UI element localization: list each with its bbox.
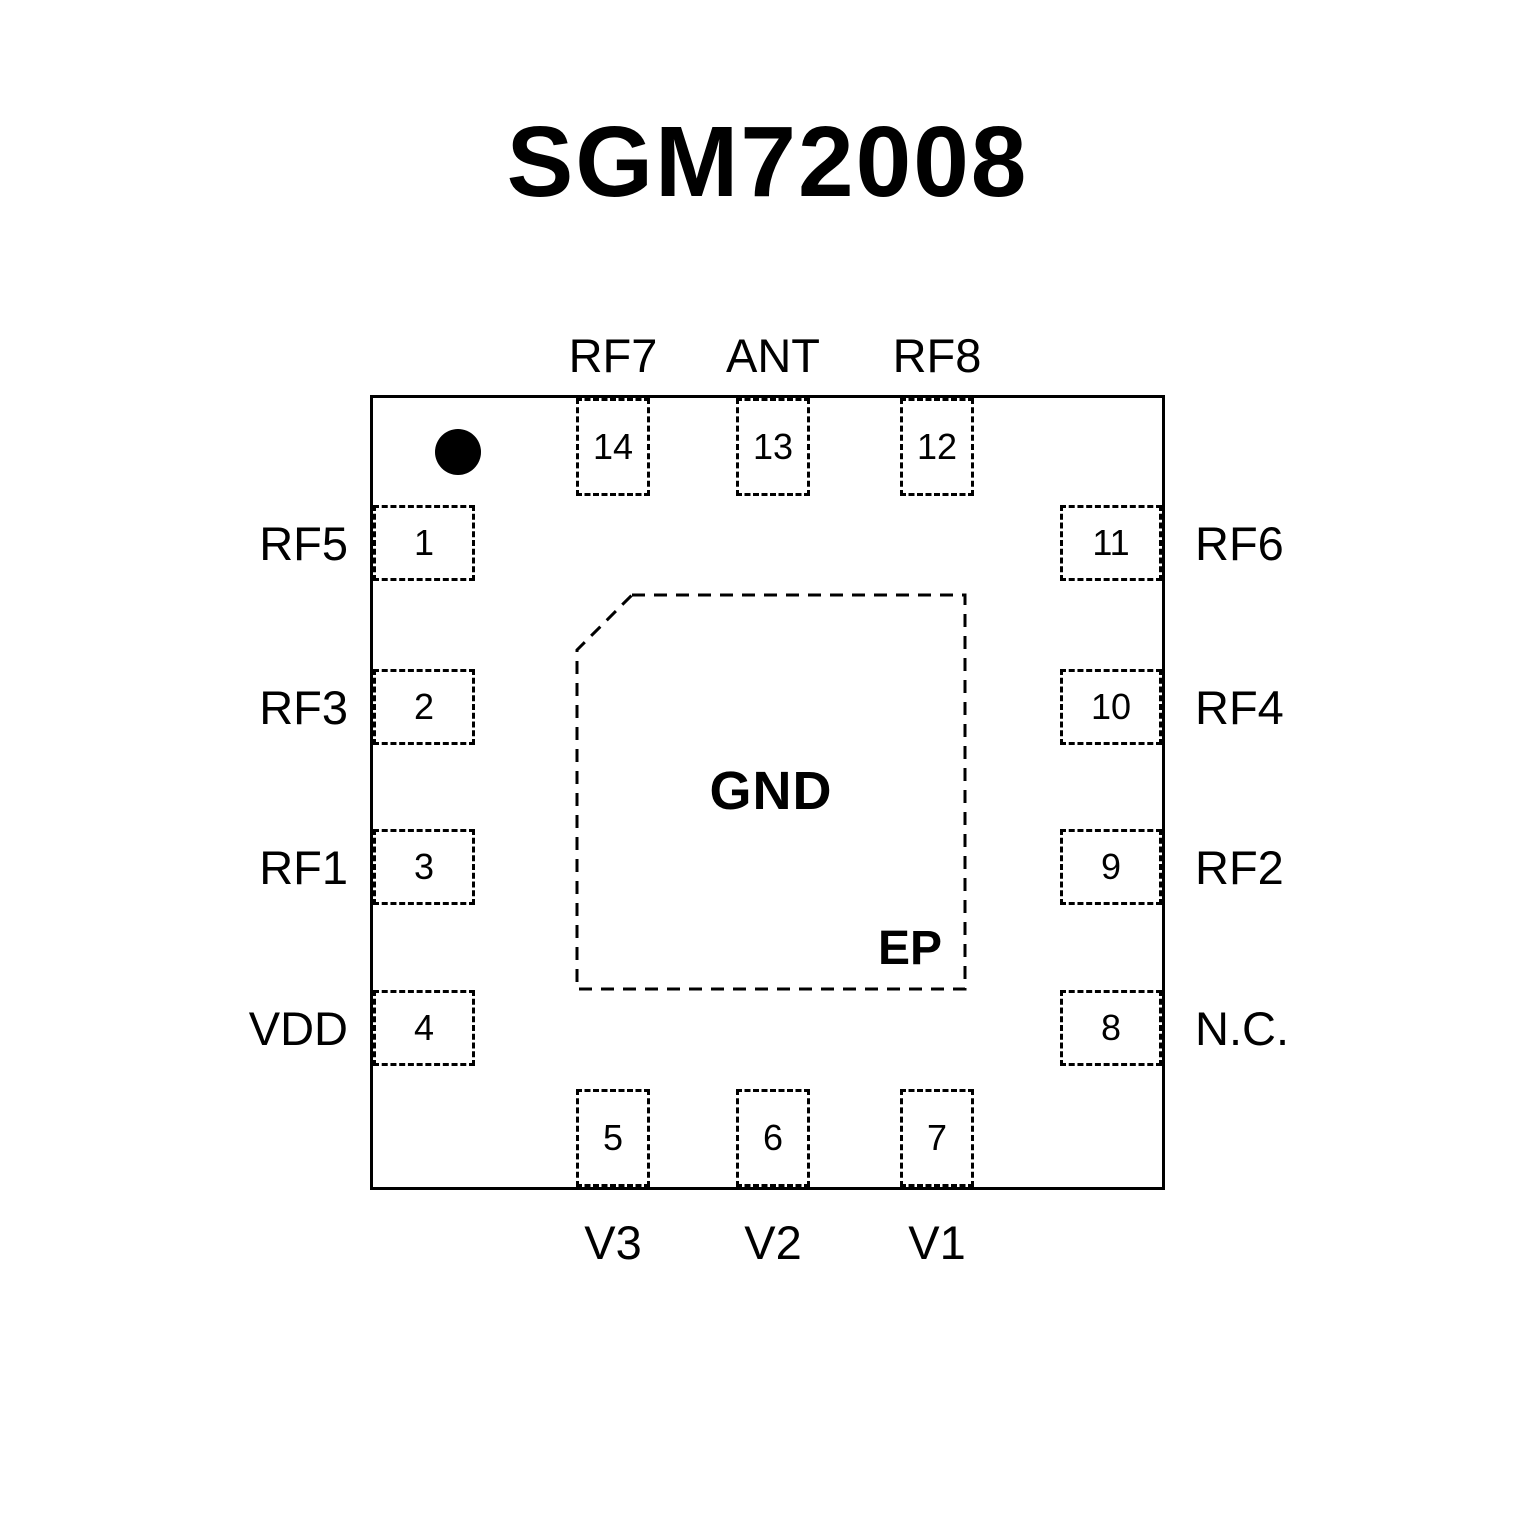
pin-12-number: 12 (916, 426, 958, 467)
exposed-pad-label: EP (877, 922, 943, 975)
pin-8-number: 8 (1100, 1007, 1122, 1048)
pin-7-label: V1 (908, 1216, 966, 1269)
pin-10-number: 10 (1090, 686, 1132, 727)
pin-3-label: RF1 (259, 841, 348, 894)
pin-9: 9 (1060, 829, 1162, 905)
pin-14-number: 14 (592, 426, 634, 467)
pin-12: 12 (900, 398, 974, 496)
pin-13-number: 13 (752, 426, 794, 467)
pin-13-label: ANT (726, 329, 820, 382)
pin-2-label: RF3 (259, 681, 348, 734)
pin-12-label: RF8 (892, 329, 982, 382)
chip-package-outline (370, 395, 1165, 1190)
pin-10-label: RF4 (1195, 681, 1284, 734)
pin-14-label: RF7 (568, 329, 658, 382)
ground-pad-label: GND (709, 761, 833, 821)
pin-4-number: 4 (413, 1007, 435, 1048)
pin-11-number: 11 (1092, 522, 1130, 563)
pin-3: 3 (373, 829, 475, 905)
pin-10: 10 (1060, 669, 1162, 745)
pin-4-label: VDD (248, 1002, 348, 1055)
pin-8: 8 (1060, 990, 1162, 1066)
pin-1: 1 (373, 505, 475, 581)
pin-5-label: V3 (584, 1216, 642, 1269)
pin-9-number: 9 (1100, 846, 1122, 887)
pin-11: 11 (1060, 505, 1162, 581)
pin-7: 7 (900, 1089, 974, 1187)
pin-6: 6 (736, 1089, 810, 1187)
pin-13: 13 (736, 398, 810, 496)
pin-11-label: RF6 (1195, 517, 1284, 570)
pin-2-number: 2 (413, 686, 435, 727)
pin-8-label: N.C. (1195, 1002, 1289, 1055)
pin-5: 5 (576, 1089, 650, 1187)
pin-7-number: 7 (926, 1117, 948, 1158)
pin-2: 2 (373, 669, 475, 745)
pin-14: 14 (576, 398, 650, 496)
pin-4: 4 (373, 990, 475, 1066)
pin-6-number: 6 (762, 1117, 784, 1158)
pin-6-label: V2 (744, 1216, 802, 1269)
pin1-indicator-dot (435, 429, 481, 475)
pin-1-number: 1 (413, 522, 435, 563)
pin-1-label: RF5 (259, 517, 348, 570)
pin-3-number: 3 (413, 846, 435, 887)
pin-9-label: RF2 (1195, 841, 1284, 894)
part-number-title: SGM72008 (506, 106, 1029, 218)
pin-5-number: 5 (602, 1117, 624, 1158)
